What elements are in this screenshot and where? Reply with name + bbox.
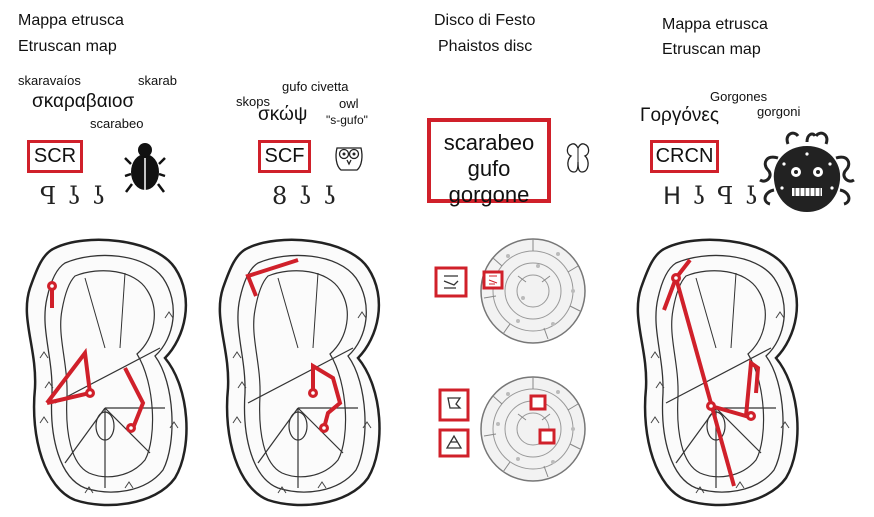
- panel1-title-en: Etruscan map: [18, 38, 117, 55]
- panel2-word-gufo-civetta: gufo civetta: [282, 79, 349, 94]
- panel2-word-skops: skops: [236, 94, 270, 109]
- owl-icon: [335, 147, 363, 171]
- panel1-word-skarab: skarab: [138, 73, 178, 88]
- panel4-title-en: Etruscan map: [662, 41, 761, 58]
- panel1-etruscan-glyphs: ꟼ ʖ ʖ: [40, 182, 108, 210]
- panel3-line-gufo: gufo: [467, 156, 511, 181]
- panel1-word-translit: skaravaíos: [18, 73, 81, 88]
- panel3-line-scarabeo: scarabeo: [443, 130, 535, 155]
- scarab-icon: [124, 143, 166, 193]
- panel2-etruscan-glyphs: 8 ʖ ʖ: [272, 182, 339, 210]
- panel4-word-gorgones: Gorgones: [710, 89, 768, 104]
- panel3-title-it: Disco di Festo: [434, 12, 536, 29]
- panel4-title-it: Mappa etrusca: [662, 16, 768, 33]
- panel4-code-box: CRCN: [650, 140, 719, 173]
- disc-a-glyph-box: [434, 266, 468, 298]
- disc-b-glyph-box-2: [438, 428, 470, 458]
- panel1-word-greek: σκαραβαιοσ: [32, 91, 135, 112]
- panel3-title-en: Phaistos disc: [438, 38, 533, 55]
- panel2-word-s-gufo: "s-gufo": [326, 113, 368, 127]
- panel3-line-gorgone: gorgone: [448, 182, 530, 207]
- gorgon-icon: [759, 131, 855, 212]
- panel1-title-it: Mappa etrusca: [18, 12, 124, 29]
- panel4-word-gorgoni: gorgoni: [757, 104, 801, 119]
- panel1-word-italian: scarabeo: [90, 116, 144, 131]
- panel4-etruscan-map: [636, 238, 799, 507]
- panel2-etruscan-map: [218, 238, 381, 507]
- panel4-etruscan-glyphs: ᕼ ʖ ꟼ ʖ: [663, 182, 760, 210]
- phaistos-disc-side-b: [480, 376, 586, 482]
- phaistos-disc-side-a: [480, 238, 586, 344]
- panel2-code-box: SCF: [258, 140, 311, 173]
- panel4-word-greek: Γοργόνες: [640, 105, 720, 126]
- panel2-word-owl: owl: [339, 96, 359, 111]
- panel3-summary-box: scarabeo gufo gorgone: [427, 118, 551, 207]
- panel1-code-box: SCR: [27, 140, 83, 173]
- panel1-etruscan-map: [25, 238, 188, 507]
- phaistos-glyph-icon: [566, 143, 590, 173]
- panel2-word-greek: σκώψ: [258, 104, 308, 125]
- disc-b-glyph-box-1: [438, 388, 470, 422]
